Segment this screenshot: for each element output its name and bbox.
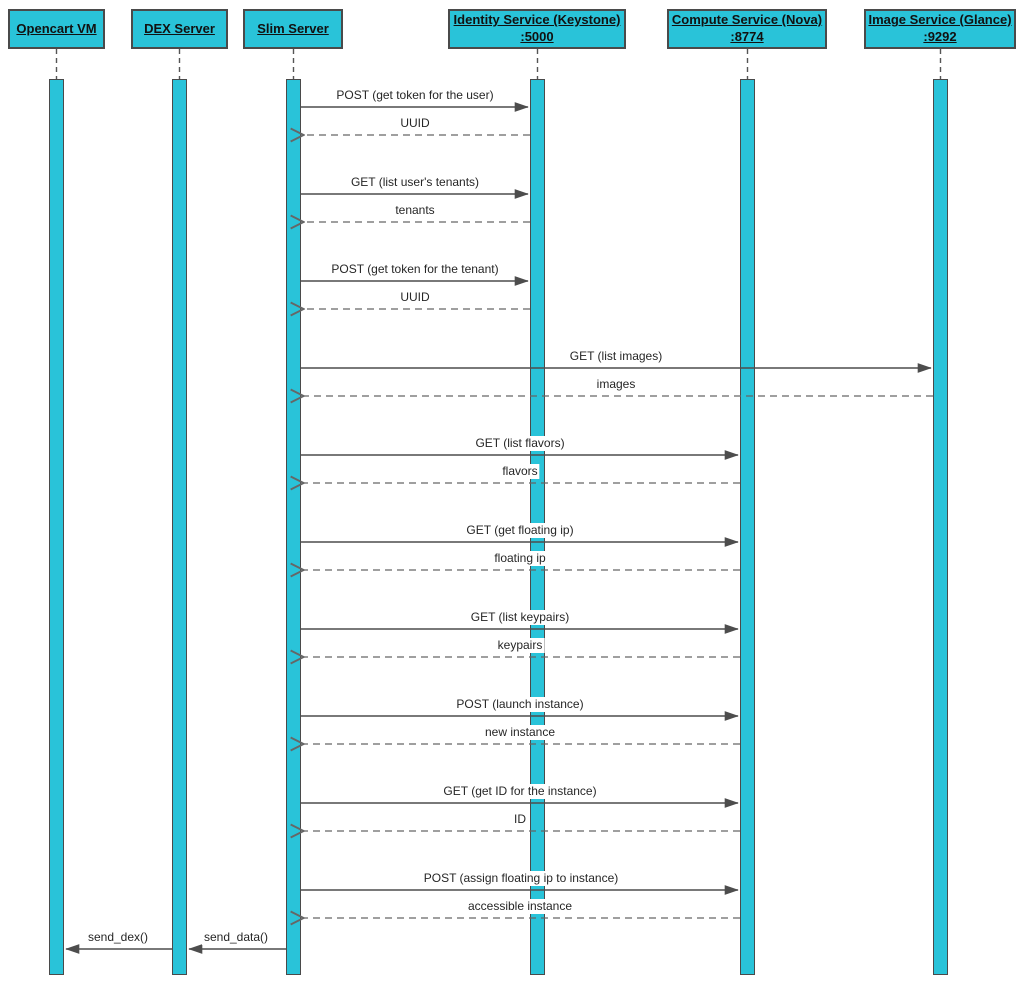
message-label: send_data()	[201, 930, 271, 945]
actor-keystone: Identity Service (Keystone) :5000	[448, 9, 626, 49]
message-label: new instance	[482, 725, 558, 740]
message-label: POST (launch instance)	[454, 697, 586, 712]
message-label: accessible instance	[465, 899, 575, 914]
actor-glance: Image Service (Glance) :9292	[864, 9, 1016, 49]
actor-port: :5000	[520, 29, 554, 44]
message-label: floating ip	[492, 551, 548, 566]
message-label: GET (get ID for the instance)	[441, 784, 599, 799]
lifeline-bar-nova	[740, 79, 755, 975]
message-label: GET (list keypairs)	[468, 610, 572, 625]
actor-label: Opencart VM	[16, 20, 97, 36]
message-label: GET (list flavors)	[473, 436, 567, 451]
actor-port: :8774	[730, 29, 764, 44]
message-label: ID	[512, 812, 528, 827]
actor-nova: Compute Service (Nova) :8774	[667, 9, 827, 49]
message-label: flavors	[500, 464, 540, 479]
message-label: GET (list user's tenants)	[348, 175, 482, 190]
message-label: GET (get floating ip)	[464, 523, 576, 538]
message-label: POST (assign floating ip to instance)	[421, 871, 621, 886]
actor-label: DEX Server	[144, 20, 215, 36]
message-label: images	[594, 377, 638, 392]
message-label: tenants	[393, 203, 437, 218]
message-label: POST (get token for the user)	[334, 88, 496, 103]
actor-label: Compute Service (Nova)	[671, 12, 823, 28]
message-label: send_dex()	[85, 930, 151, 945]
actor-label: Slim Server	[257, 20, 329, 36]
actor-port: :9292	[923, 29, 957, 44]
message-label: POST (get token for the tenant)	[329, 262, 501, 277]
message-label: GET (list images)	[567, 349, 665, 364]
actor-dex-server: DEX Server	[131, 9, 228, 49]
message-label: UUID	[398, 116, 432, 131]
lifeline-bar-opencart-vm	[49, 79, 64, 975]
message-label: keypairs	[495, 638, 545, 653]
lifeline-bar-glance	[933, 79, 948, 975]
actor-label: Identity Service (Keystone)	[453, 12, 621, 28]
lifeline-bar-dex-server	[172, 79, 187, 975]
actor-slim-server: Slim Server	[243, 9, 343, 49]
message-label: UUID	[398, 290, 432, 305]
actor-label: Image Service (Glance)	[868, 12, 1012, 28]
actor-opencart-vm: Opencart VM	[8, 9, 105, 49]
